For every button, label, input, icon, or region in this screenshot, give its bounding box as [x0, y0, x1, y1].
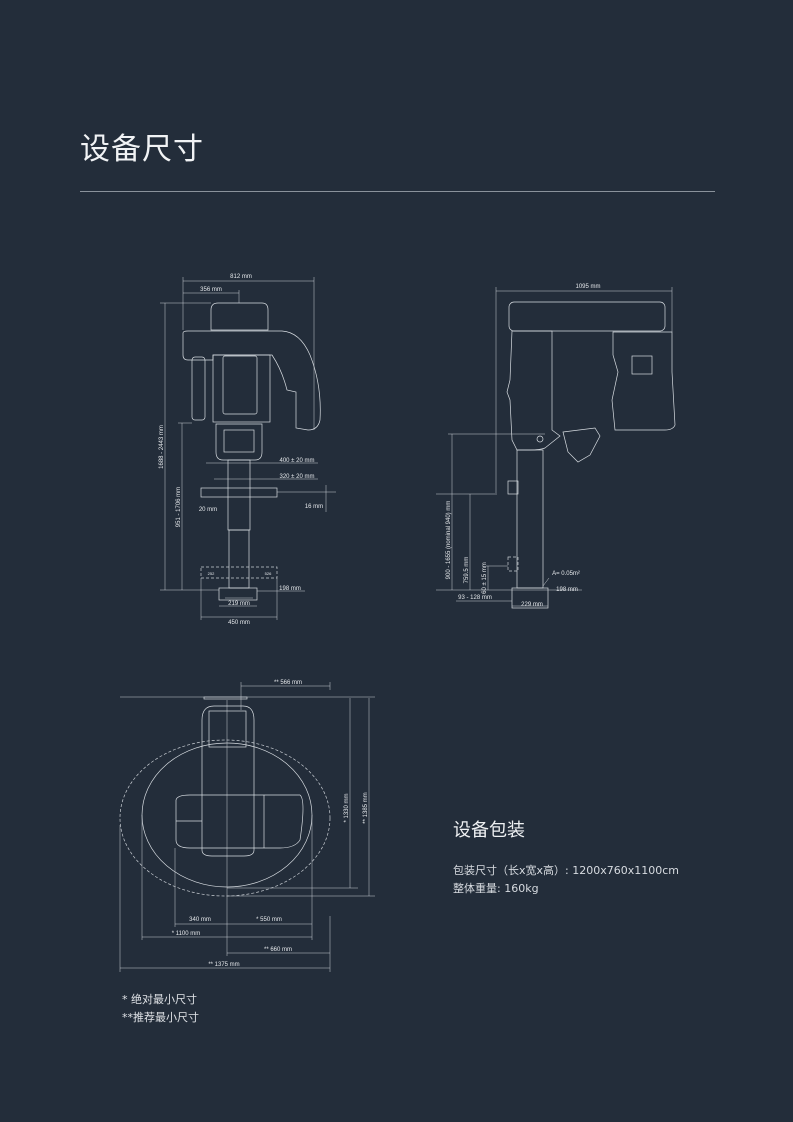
top-depth-rec-label: ** 1385 mm [363, 792, 369, 823]
title-divider [80, 191, 715, 192]
side-bracket-height-label: 60 ± 15 mm [482, 562, 488, 594]
front-handle-inner-label: 320 ± 20 mm [280, 474, 315, 480]
top-depth-min-label: * 1330 mm [344, 793, 350, 822]
front-chin-height-label: 951 - 1706 mm [176, 487, 182, 527]
page-title: 设备尺寸 [80, 132, 204, 167]
side-chin-height-label: 900 - 1655 (nominal 940) mm [446, 501, 452, 580]
top-width-min-label: * 1100 mm [172, 931, 201, 937]
side-foot-depth-label: 229 mm [521, 602, 543, 608]
side-area-label: A= 0.05m² [552, 571, 580, 577]
top-right-rec-label: ** 660 mm [264, 947, 292, 953]
front-bolt-right-label: 526 [265, 571, 272, 576]
top-width-rec-label: ** 1375 mm [208, 962, 239, 968]
side-wall-offset-label: 93 - 128 mm [458, 595, 492, 601]
top-offset-label: ** 566 mm [274, 680, 302, 686]
top-view-drawing: ** 566 mm * 1330 mm ** 1385 mm 340 mm * … [119, 680, 375, 972]
front-width-label: 812 mm [230, 274, 252, 280]
front-foot-width-label: 219 mm [228, 601, 250, 607]
top-left-label: 340 mm [189, 917, 211, 923]
footnote-absolute-min: * 绝对最小尺寸 [122, 993, 197, 1006]
side-depth-label: 1095 mm [575, 284, 600, 290]
front-handle-gap-label: 20 mm [199, 507, 217, 513]
side-view-drawing: 1095 mm 900 - 1655 (nominal 940) mm 759.… [436, 284, 676, 609]
front-handle-outer-label: 400 ± 20 mm [280, 458, 315, 464]
front-base-width-label: 450 mm [228, 620, 250, 626]
front-view-drawing: 812 mm 356 mm 1688 - 2443 mm 951 - 1706 … [159, 274, 336, 626]
packaging-title: 设备包装 [453, 820, 525, 841]
packaging-size: 包装尺寸（长x宽x高）: 1200x760x1100cm [453, 864, 679, 877]
front-bolt-left-label: 252 [208, 571, 215, 576]
footnote-recommended-min: **推荐最小尺寸 [122, 1011, 199, 1024]
side-foot-width-label: 198 mm [556, 587, 578, 593]
front-height-label: 1688 - 2443 mm [159, 425, 165, 469]
side-mount-height-label: 759.5 mm [464, 557, 470, 584]
front-handle-thickness-label: 16 mm [305, 504, 323, 510]
packaging-weight: 整体重量: 160kg [453, 882, 539, 895]
front-base-depth-label: 198 mm [279, 586, 301, 592]
front-head-offset-label: 356 mm [200, 287, 222, 293]
top-right-min-label: * 550 mm [256, 917, 282, 923]
